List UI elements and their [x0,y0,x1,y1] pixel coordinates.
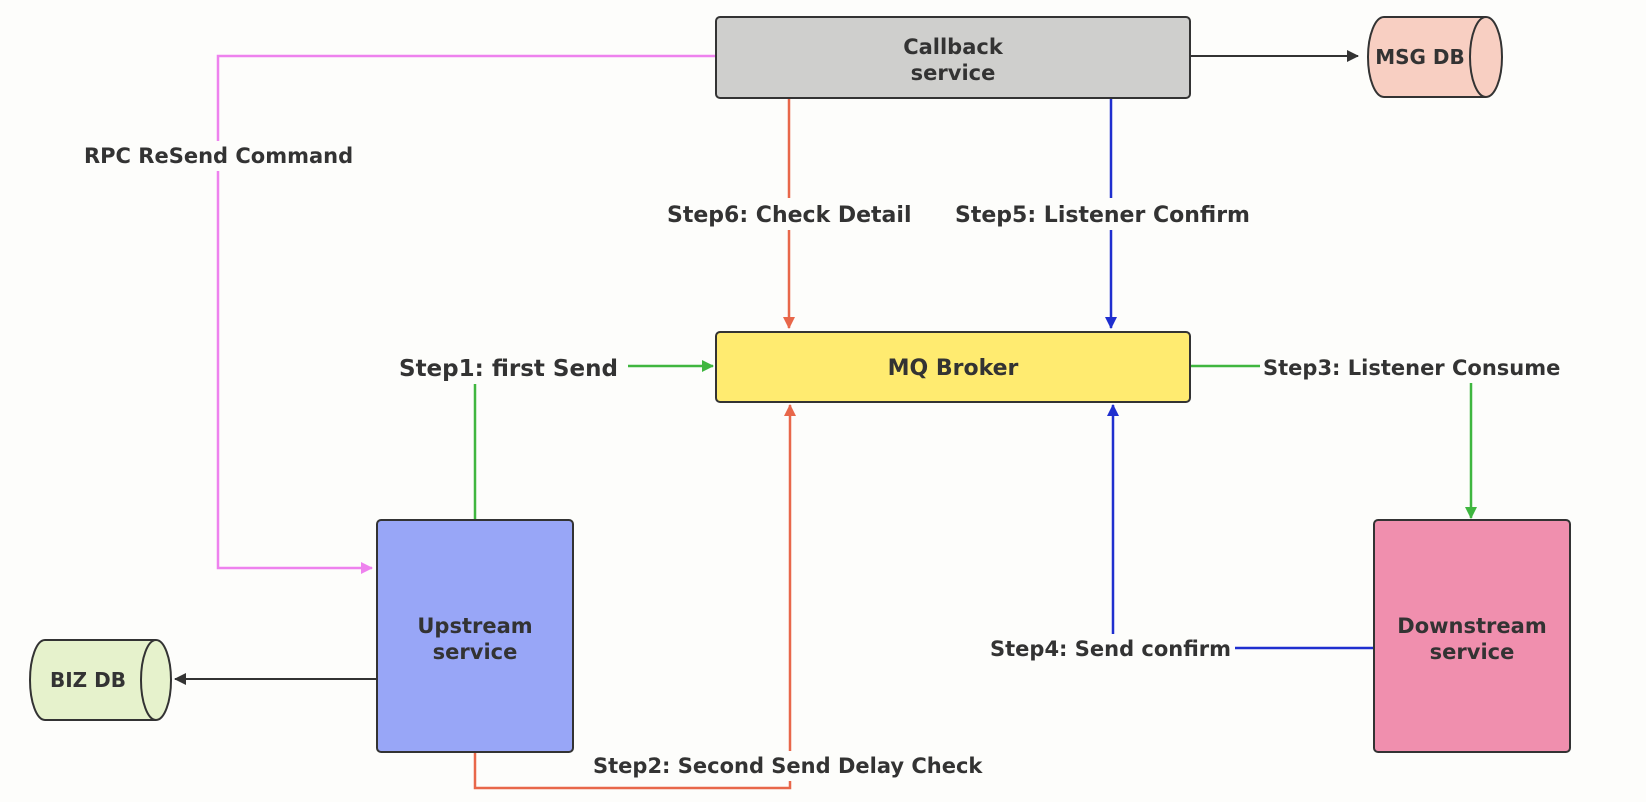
upstream-service-label-line1: Upstream [417,614,532,638]
callback-service-label-line1: Callback [903,35,1004,59]
step5-label: Step5: Listener Confirm [955,203,1250,228]
step3-edge [1189,364,1477,519]
downstream-service-node[interactable]: Downstream service [1373,519,1571,753]
msg-db-label: MSG DB [1375,45,1465,69]
step2-edge [473,404,796,790]
biz-db-label: BIZ DB [50,668,126,692]
mq-broker-label: MQ Broker [888,356,1019,381]
rpc-resend-label: RPC ReSend Command [84,144,353,168]
callback-service-label-line2: service [911,61,996,85]
step1-label: Step1: first Send [399,356,618,382]
step4-edge [1107,404,1373,650]
step4-label: Step4: Send confirm [990,637,1231,661]
downstream-service-label-line1: Downstream [1397,614,1546,638]
step1-edge [473,360,714,519]
step6-label: Step6: Check Detail [667,203,911,228]
upstream-service-label-line2: service [433,640,518,664]
callback-service-node[interactable]: Callback service [715,16,1191,99]
mq-broker-node[interactable]: MQ Broker [715,331,1191,403]
rpc-resend-edge [216,54,715,574]
msg-db-node[interactable]: MSG DB [1367,16,1503,98]
upstream-service-node[interactable]: Upstream service [376,519,574,753]
step3-label: Step3: Listener Consume [1263,356,1560,380]
biz-db-node[interactable]: BIZ DB [29,639,172,721]
step2-label: Step2: Second Send Delay Check [593,754,983,778]
downstream-service-label-line2: service [1430,640,1515,664]
